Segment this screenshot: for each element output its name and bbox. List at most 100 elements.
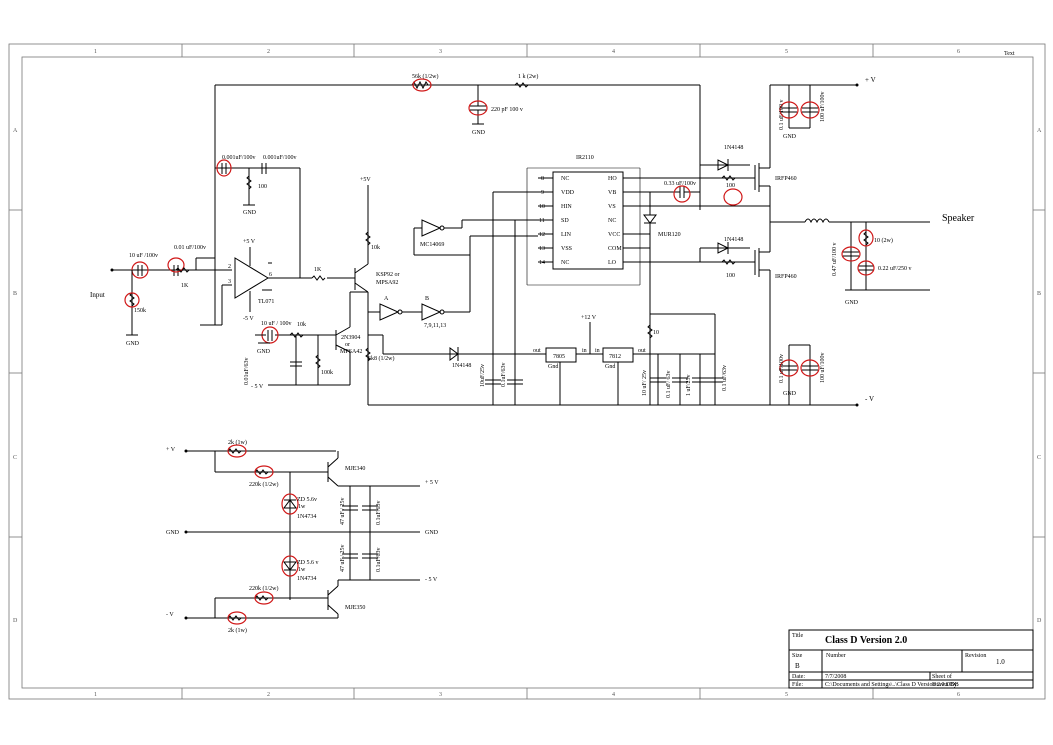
sheet-label: Sheet of: [932, 673, 952, 680]
zone-col-6-bot: 6: [957, 692, 960, 698]
label-mur120: MUR120: [658, 232, 681, 238]
title-block: Title Class D Version 2.0 Size B Number …: [788, 629, 1034, 689]
zone-col-2-top: 2: [267, 49, 270, 55]
label-minus5c: - 5 V: [251, 384, 264, 390]
opamp-pin-6: 6: [269, 272, 272, 278]
label-reg1: 7805: [553, 354, 565, 360]
label-c01-63c: 0.1 uF/63v: [722, 365, 728, 391]
inverter-label-a: A: [384, 296, 389, 302]
label-zd2b: 1w: [298, 567, 306, 573]
ir2110-pin-number-13: 13: [539, 246, 545, 252]
label-r100b: 100: [726, 183, 735, 189]
label-r10: 10 (2w): [874, 237, 893, 244]
gnd-3: GND: [126, 341, 140, 347]
date-value: 7/7/2008: [825, 674, 846, 680]
label-c1u25: 1 uF/25v: [686, 374, 692, 396]
label-r10k: 10k: [371, 245, 380, 251]
zone-col-4-bot: 4: [612, 692, 615, 698]
label-mje340: MJE340: [345, 466, 365, 472]
pin-sd: SD: [561, 218, 569, 224]
label-c01-63b: 0.1 uF/ 63v: [666, 370, 672, 398]
reg2-in: in: [595, 348, 600, 354]
pin-com: COM: [608, 246, 622, 252]
opamp-pin-2: 2: [228, 264, 231, 270]
label-c10u25b: 10 uF/ 25v: [642, 370, 648, 396]
input-label: Input: [90, 291, 105, 299]
ir2110-pin-number-10: 10: [539, 204, 545, 210]
label-c033: 0.33 uF/100v: [664, 181, 696, 187]
gnd-9: GND: [425, 530, 439, 536]
label-c01d: 0.1uF/63v: [376, 500, 382, 525]
ir2110-pin-number-8: 8: [541, 176, 544, 182]
zone-row-a-right: A: [1037, 128, 1042, 134]
ir2110-pin-number-12: 12: [539, 232, 545, 238]
label-c01e: 0.1uF/63v: [376, 547, 382, 572]
label-c100b: 100 uF/100v: [820, 352, 826, 383]
label-r2k1: 2k (1w): [228, 439, 247, 446]
power-stage: 1N4148 100 IRFP460 1N4148 100 IRFP460 Sp…: [699, 85, 975, 405]
pin-vss: VSS: [561, 246, 572, 252]
highlight-r2k2: [227, 611, 247, 625]
corner-text: Text: [1004, 51, 1015, 57]
label-d4148b: 1N4148: [724, 145, 743, 151]
regulators: 1N4148 7805 Gnd out in 7812 Gnd in out +…: [449, 313, 728, 405]
zone-row-a-left: A: [13, 128, 18, 134]
label-c001b: 0.001uF/100v: [263, 155, 297, 161]
label-c220: 220 pF 100 v: [491, 107, 523, 113]
label-c01-63: 0.1uF/63v: [501, 362, 507, 387]
feedback-path: 56k (1/2w) 1 k (2w) 220 pF 100 v GND: [214, 73, 701, 325]
label-r6k8: 6k8 (1/2w): [368, 355, 395, 362]
level-shift: 1K KSP92 or MPSA92 +5V 10k 6k8 (1/2w) 2N…: [244, 177, 450, 405]
highlight-c01b: [779, 359, 799, 377]
size-value: B: [795, 662, 800, 670]
label-q1b: MPSA92: [376, 280, 398, 286]
label-ir2110: IR2110: [576, 155, 594, 161]
gnd-4: GND: [257, 349, 271, 355]
label-c01b: 0.1 uF/100v: [779, 354, 785, 383]
gnd-7: GND: [783, 391, 797, 397]
input-stage: Input 10 uF /100v 0.01 uF/100v 1K 150k G…: [90, 245, 232, 347]
gnd-1: GND: [472, 130, 486, 136]
zone-col-1-bot: 1: [94, 692, 97, 698]
opamp-pin-3: 3: [228, 279, 231, 285]
highlight-r56k: [412, 78, 432, 92]
label-r1k2w: 1 k (2w): [518, 73, 538, 80]
ir2110-pin-number-14: 14: [539, 260, 545, 266]
label-r100c: 100: [726, 273, 735, 279]
file-label: File:: [792, 682, 803, 688]
highlight-r220k1: [254, 465, 274, 479]
zone-row-b-left: B: [13, 291, 17, 297]
highlight-r10: [858, 229, 874, 247]
date-label: Date:: [792, 674, 805, 680]
label-q1: KSP92 or: [376, 272, 400, 278]
pin-vcc: VCC: [608, 232, 620, 238]
zone-row-c-right: C: [1037, 455, 1041, 461]
label-c10u25: 10uF/25v: [480, 364, 486, 387]
zone-labels: 1 2 3 4 5 6 1 2 3 4 5 6 A B C D A B C D: [13, 49, 1042, 698]
pin-nc3: NC: [608, 218, 616, 224]
highlight-c001c: [167, 257, 185, 273]
drawn-by: Drawn By:: [932, 682, 959, 688]
highlight-c047: [841, 246, 861, 262]
rail-decoupling: + V 0.1 uF/100 v 100 uF/100v GND - V 0.1…: [368, 76, 876, 407]
label-irfp2: IRFP460: [775, 274, 797, 280]
speaker-label: Speaker: [942, 213, 975, 224]
label-r10k2: 10k: [297, 322, 306, 328]
highlight-c001a: [216, 159, 232, 177]
file-value: C:\Documents and Settings\..\Class D Ver…: [825, 682, 959, 688]
highlight-c022: [857, 260, 875, 276]
label-reg2: 7812: [609, 354, 621, 360]
label-c001d: 0.01uF/63v: [244, 357, 250, 385]
highlight-c100a: [800, 101, 820, 119]
label-minus5v-out: - 5 V: [425, 577, 438, 583]
label-c100a: 100 uF/100v: [820, 91, 826, 122]
label-c022: 0.22 uF/250 v: [878, 266, 912, 272]
reg1-in: in: [582, 348, 587, 354]
label-r220k1: 220k (1/2w): [249, 481, 279, 488]
highlight-r220k2: [254, 591, 274, 605]
highlight-c033: [673, 185, 691, 203]
label-c001a: 0.001uF/100v: [222, 155, 256, 161]
highlight-vs-node: [723, 188, 743, 206]
label-r100a: 100: [258, 184, 267, 190]
label-ic1pins: 7,9,11,13: [424, 323, 446, 329]
